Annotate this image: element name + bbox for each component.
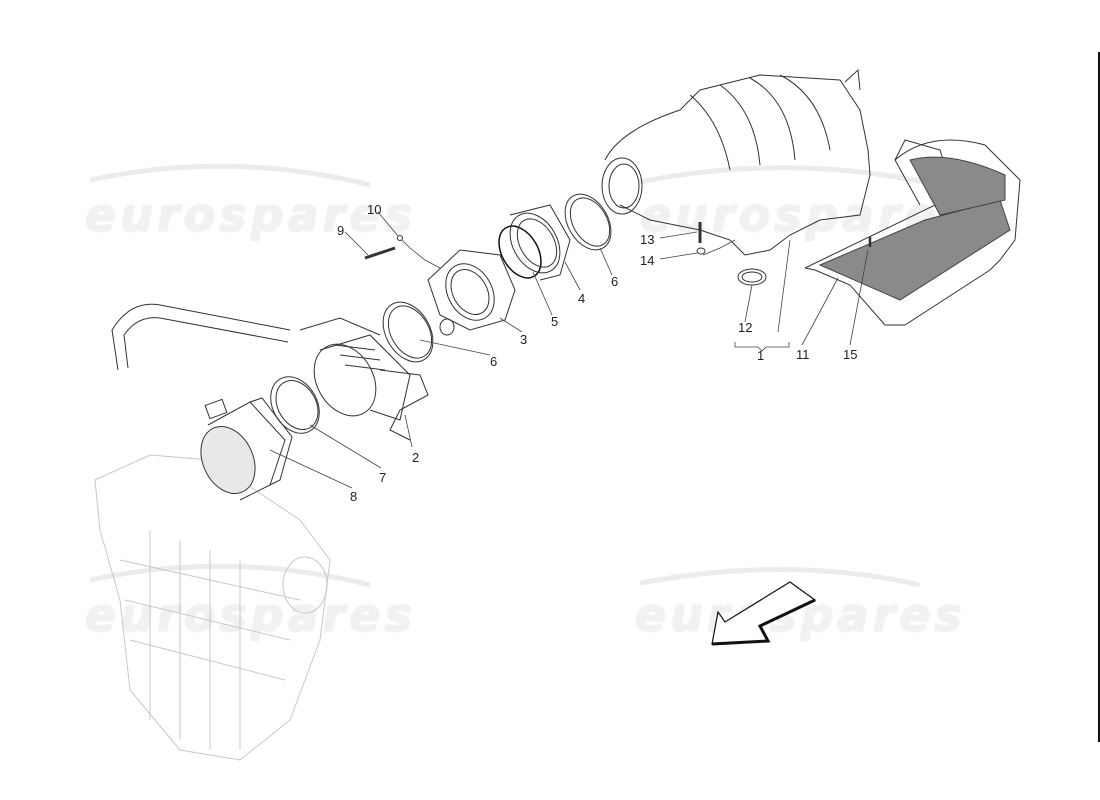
leader-lines [269, 211, 869, 489]
o-ring [498, 225, 542, 279]
callout-6-upper: 6 [611, 274, 619, 289]
front-direction-arrow [711, 581, 817, 646]
watermark-swoosh [89, 163, 961, 588]
callout-8: 8 [350, 489, 358, 504]
breather-hose [111, 303, 291, 371]
washer [696, 247, 706, 255]
hose-clamp [270, 376, 320, 434]
callout-12: 12 [738, 320, 753, 335]
intake-manifold [601, 68, 871, 256]
bolt [364, 246, 396, 260]
callout-11: 11 [796, 347, 810, 362]
callout-13: 13 [640, 232, 655, 247]
hose-clamp [564, 193, 612, 251]
page-border-line [1098, 52, 1100, 742]
intake-duct [299, 317, 429, 441]
washer [397, 235, 403, 241]
air-box [94, 454, 331, 761]
callout-3: 3 [520, 332, 528, 347]
callout-10: 10 [367, 202, 382, 217]
throttle-adapter [509, 204, 571, 281]
callout-1: 1 [757, 348, 765, 363]
throttle-body [427, 249, 516, 336]
callout-7: 7 [379, 470, 387, 485]
callout-14: 14 [640, 253, 655, 268]
callout-2: 2 [412, 450, 420, 465]
callout-4: 4 [578, 291, 586, 306]
hose-clamp [382, 301, 434, 363]
air-flow-sensor [200, 397, 293, 501]
callout-6-lower: 6 [490, 354, 498, 369]
watermark: eurospares [85, 188, 416, 242]
callout-9: 9 [337, 223, 345, 238]
manifold-cover [804, 139, 1021, 326]
callout-5: 5 [551, 314, 559, 329]
callout-15: 15 [843, 347, 858, 362]
watermark: eurospares [85, 588, 416, 642]
